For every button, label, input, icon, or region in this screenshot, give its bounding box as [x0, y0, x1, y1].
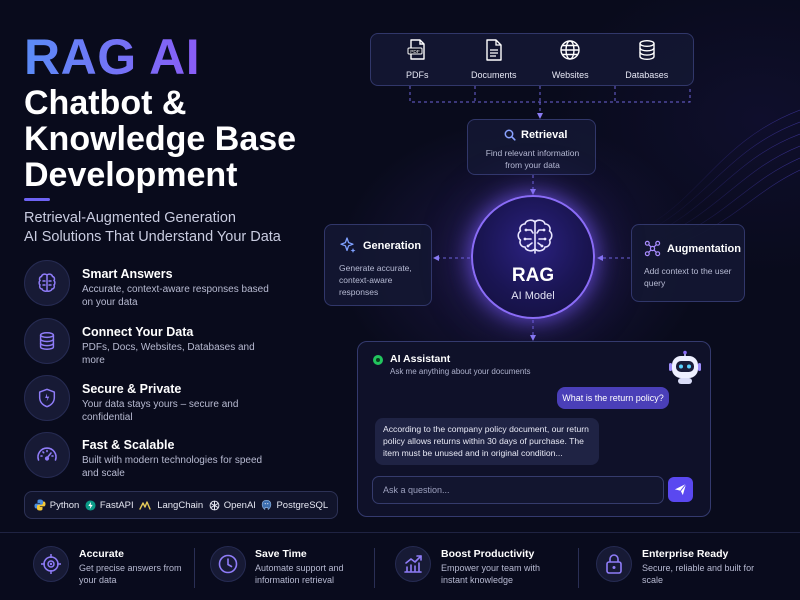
robot-avatar-icon [668, 350, 702, 386]
rag-ai-model-core: RAG AI Model [471, 195, 595, 319]
search-icon [504, 129, 516, 141]
langchain-icon [139, 500, 151, 510]
generation-title: Generation [363, 240, 422, 252]
feature-title: Connect Your Data [82, 325, 194, 339]
tech-item-langchain: LangChain [139, 500, 203, 511]
feature-desc: PDFs, Docs, Websites, Databases and more [82, 342, 255, 366]
online-status-icon [373, 355, 383, 365]
benefit-title: Boost Productivity [441, 548, 535, 560]
openai-icon [209, 500, 220, 510]
retrieval-box: Retrieval Find relevant information from… [467, 119, 596, 175]
chat-question-input[interactable] [372, 476, 664, 504]
benefit-divider [374, 548, 375, 588]
source-item: Documents [464, 39, 524, 80]
network-nodes-icon [644, 240, 661, 257]
database-icon [639, 40, 655, 61]
brain-circuit-icon [517, 219, 553, 254]
hero-subtitle-line: Retrieval-Augmented Generation [24, 210, 236, 226]
sparkle-icon [340, 237, 356, 253]
tech-item-postgresql: PostgreSQL [261, 499, 328, 511]
hero-title-line: Development [24, 156, 238, 194]
fastapi-icon [85, 499, 96, 511]
feature-desc: Your data stays yours – secure and confi… [82, 399, 239, 423]
benefit-title: Enterprise Ready [642, 548, 729, 560]
benefit-divider [194, 548, 195, 588]
hero-subtitle-line: AI Solutions That Understand Your Data [24, 229, 281, 245]
chat-title: AI Assistant [390, 353, 451, 365]
tech-item-fastapi: FastAPI [85, 500, 134, 511]
generation-desc: Generate accurate, context-aware respons… [339, 263, 412, 297]
benefit-desc: Empower your team with instant knowledge [441, 563, 541, 585]
feature-title: Smart Answers [82, 267, 173, 281]
augmentation-box: Augmentation Add context to the user que… [631, 224, 745, 302]
hero-title-line: Knowledge Base [24, 120, 297, 158]
tech-item-openai: OpenAI [209, 500, 256, 511]
data-sources-panel: PDF PDFs Documents Websites Databases [370, 33, 694, 86]
source-item: PDF PDFs [387, 39, 447, 80]
feature-title: Secure & Private [82, 382, 182, 396]
target-icon [33, 546, 69, 582]
rag-core-subtitle: AI Model [511, 290, 555, 302]
hero-title-accent: RAG AI [24, 29, 201, 85]
speedometer-icon [24, 432, 70, 478]
benefit-title: Save Time [255, 548, 307, 560]
lock-icon [596, 546, 632, 582]
benefit-desc: Automate support and information retriev… [255, 563, 344, 585]
pdf-file-icon: PDF [407, 39, 425, 60]
rag-core-title: RAG [511, 265, 555, 286]
user-message-bubble: What is the return policy? [557, 387, 669, 409]
connector-sources [409, 86, 691, 103]
document-icon [486, 39, 502, 61]
globe-icon [560, 40, 580, 60]
chat-subtitle: Ask me anything about your documents [390, 367, 531, 376]
source-item: Websites [540, 39, 600, 80]
title-divider [24, 198, 50, 201]
shield-icon [24, 375, 70, 421]
send-button[interactable] [668, 477, 693, 502]
growth-chart-icon [395, 546, 431, 582]
brain-icon [24, 260, 70, 306]
source-item: Databases [617, 39, 677, 80]
tech-item-python: Python [34, 499, 79, 511]
svg-text:PDF: PDF [410, 49, 420, 55]
benefit-desc: Secure, reliable and built for scale [642, 563, 755, 585]
tech-stack-bar: Python FastAPI LangChain OpenAI PostgreS… [24, 491, 338, 519]
feature-desc: Built with modern technologies for speed… [82, 455, 263, 479]
ai-message-bubble: According to the company policy document… [375, 418, 599, 465]
augmentation-desc: Add context to the user query [644, 266, 732, 288]
hero-title-line: Chatbot & [24, 84, 187, 122]
send-icon [674, 483, 687, 496]
feature-title: Fast & Scalable [82, 438, 175, 452]
postgresql-icon [262, 499, 272, 510]
benefit-divider [578, 548, 579, 588]
database-icon [24, 318, 70, 364]
python-icon [34, 499, 46, 511]
clock-icon [210, 546, 246, 582]
retrieval-desc: Find relevant information from your data [485, 148, 580, 170]
generation-box: Generation Generate accurate, context-aw… [324, 224, 432, 306]
benefit-desc: Get precise answers from your data [79, 563, 182, 585]
retrieval-title: Retrieval [521, 129, 568, 141]
benefit-title: Accurate [79, 548, 124, 560]
feature-desc: Accurate, context-aware responses based … [82, 284, 269, 308]
augmentation-title: Augmentation [667, 242, 741, 255]
